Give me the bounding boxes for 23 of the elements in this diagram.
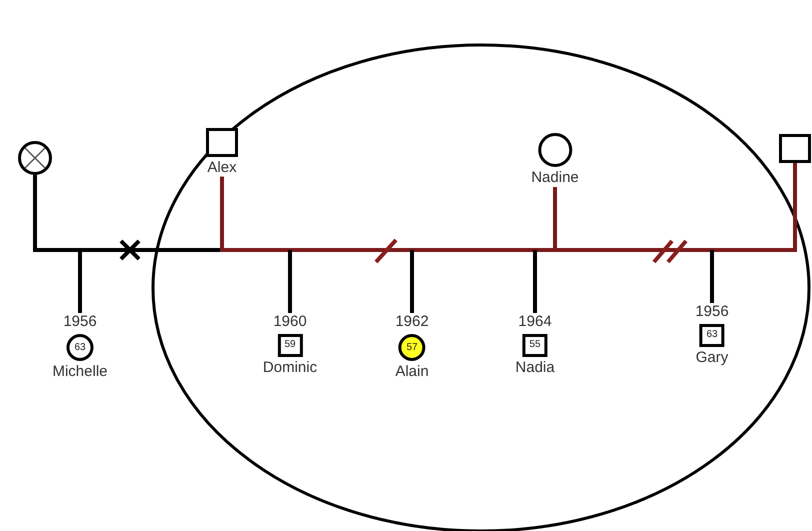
child-line [288, 250, 292, 313]
person-name: Gary [696, 348, 728, 366]
child-line [710, 250, 714, 303]
age-number: 59 [284, 340, 296, 350]
birth-year: 1960 [273, 313, 307, 331]
person-name: Alain [395, 363, 429, 381]
person-name: Nadia [515, 358, 555, 376]
child-line [533, 250, 537, 313]
age-number: 55 [529, 340, 541, 350]
age-number: 57 [406, 342, 418, 352]
age-number: 63 [706, 330, 718, 340]
birth-year: 1964 [518, 313, 552, 331]
person-name: Michelle [52, 363, 108, 381]
age-number: 63 [74, 342, 86, 352]
person-name: Dominic [262, 358, 318, 376]
birth-year: 1956 [63, 313, 97, 331]
person-name: Alex [207, 158, 237, 177]
birth-year: 1962 [395, 313, 429, 331]
child-line [78, 250, 82, 313]
person-name: Nadine [531, 169, 579, 187]
child-line [410, 250, 414, 313]
relationship-line [553, 162, 797, 252]
birth-year: 1956 [695, 303, 729, 321]
